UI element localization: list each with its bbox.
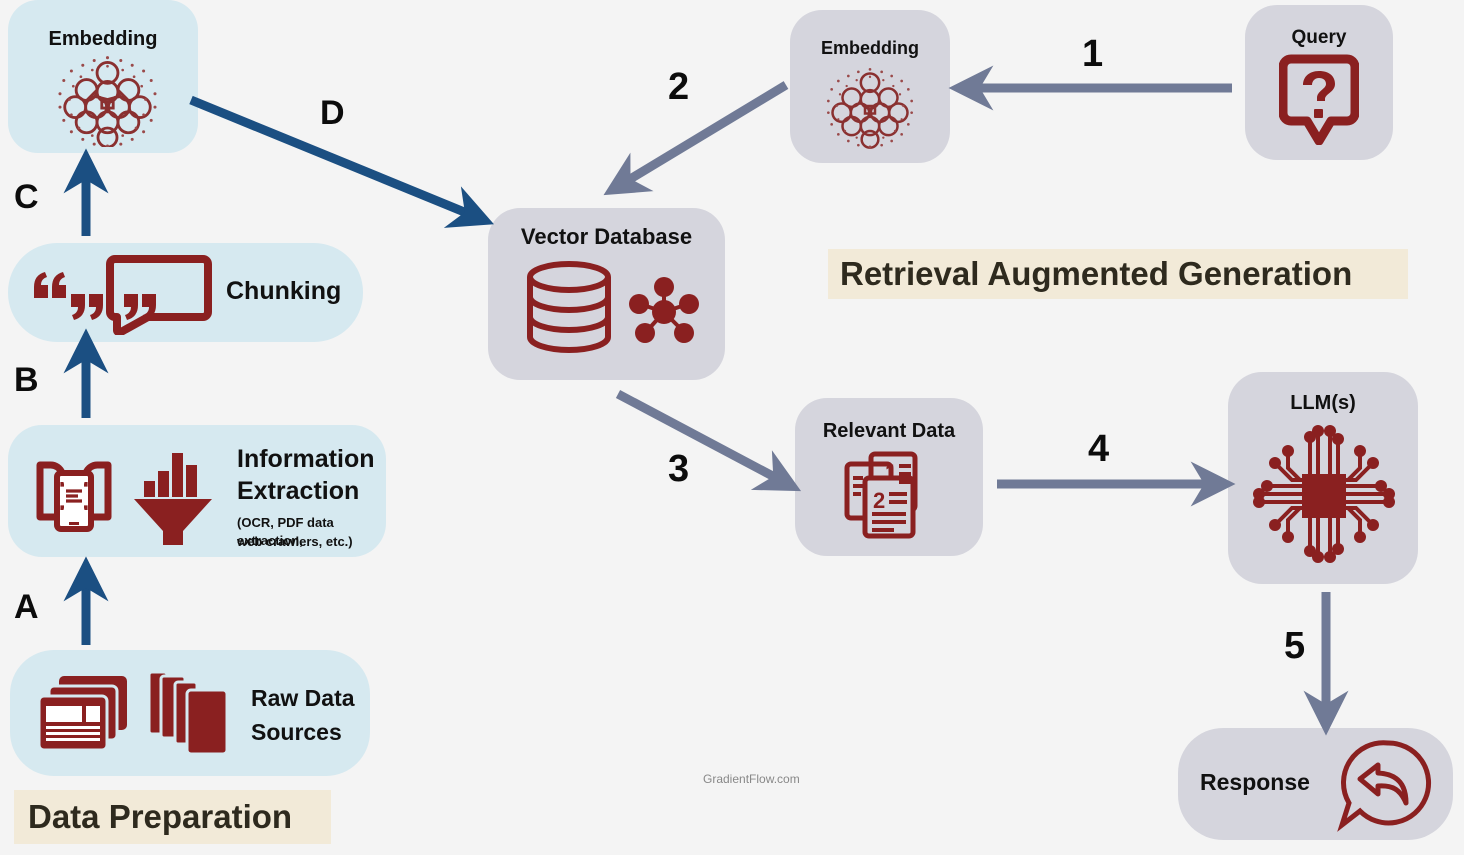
node-query[interactable]: Query [1245, 5, 1393, 160]
node-embedding-right-title: Embedding [821, 38, 919, 58]
funnel-chart-icon [130, 445, 216, 556]
embedding-lattice-icon [50, 52, 165, 149]
embedding-lattice-icon [820, 62, 920, 150]
node-response[interactable]: Response [1178, 728, 1453, 840]
step-label-5: 5 [1284, 625, 1306, 667]
step-label-a: A [14, 588, 39, 626]
node-query-title: Query [1291, 27, 1347, 48]
node-llms-title: LLM(s) [1290, 392, 1356, 414]
node-relevant-data-title: Relevant Data [822, 420, 956, 442]
node-information-extraction-title-line1: Information [237, 445, 375, 473]
stacked-documents-icon [35, 672, 145, 756]
node-embedding-left[interactable]: Embedding [8, 0, 198, 153]
node-raw-data-sources-title-line2: Sources [251, 719, 342, 745]
svg-text:1: 1 [885, 460, 897, 485]
question-bubble-icon [1278, 53, 1360, 146]
step-label-4: 4 [1088, 428, 1110, 470]
node-information-extraction-subtitle-line2: web crawlers, etc.) [237, 534, 353, 549]
book-scan-icon [32, 451, 116, 535]
banner-data-preparation-text: Data Preparation [28, 798, 293, 835]
cpu-chip-icon [1248, 420, 1400, 568]
database-cylinder-icon [524, 260, 614, 360]
watermark: GradientFlow.com [703, 772, 800, 786]
banner-retrieval-augmented-generation: Retrieval Augmented Generation [828, 249, 1408, 299]
node-information-extraction-title-line2: Extraction [237, 477, 360, 505]
node-vector-database-title: Vector Database [520, 224, 693, 249]
numbered-documents-icon: 1 2 [841, 450, 937, 542]
node-graph-icon [628, 276, 700, 346]
node-response-title: Response [1200, 769, 1310, 795]
step-label-3: 3 [668, 448, 690, 490]
node-llms[interactable]: LLM(s) [1228, 372, 1418, 584]
node-raw-data-sources-title-line1: Raw Data [251, 685, 355, 711]
stacked-books-icon [145, 668, 235, 760]
step-label-c: C [14, 178, 39, 216]
node-chunking[interactable]: Chunking [8, 243, 363, 342]
step-label-2: 2 [668, 66, 690, 108]
node-information-extraction[interactable]: Information Extraction (OCR, PDF data ex… [8, 425, 386, 557]
node-relevant-data[interactable]: Relevant Data 1 2 [795, 398, 983, 556]
node-chunking-title: Chunking [226, 277, 342, 305]
reply-bubble-icon [1330, 735, 1434, 835]
arrow-3 [615, 390, 802, 492]
step-label-1: 1 [1082, 33, 1104, 75]
step-label-b: B [14, 361, 39, 399]
step-label-d: D [320, 94, 345, 132]
node-embedding-right[interactable]: Embedding [790, 10, 950, 163]
banner-data-preparation: Data Preparation [14, 790, 331, 844]
node-raw-data-sources[interactable]: Raw Data Sources [10, 650, 370, 776]
quote-bubble-icon [20, 253, 235, 337]
banner-rag-text: Retrieval Augmented Generation [840, 255, 1353, 292]
node-embedding-left-title: Embedding [48, 28, 158, 50]
node-information-extraction-subtitle-line1: (OCR, PDF data extraction, [237, 515, 334, 548]
arrow-2 [603, 81, 789, 196]
svg-text:2: 2 [873, 488, 885, 513]
node-vector-database[interactable]: Vector Database [488, 208, 725, 380]
